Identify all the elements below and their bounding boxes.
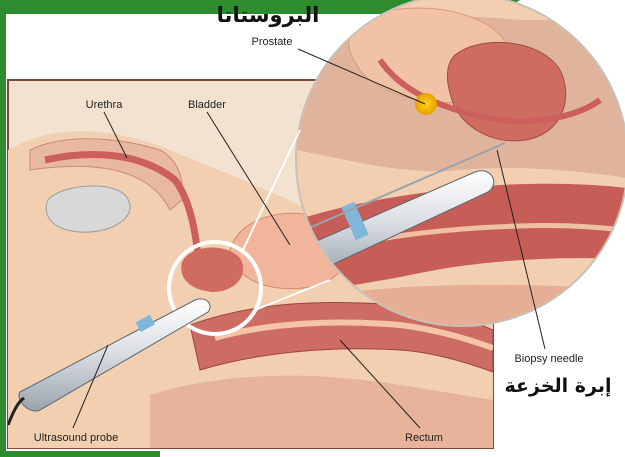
label-ultrasound-probe: Ultrasound probe xyxy=(34,432,118,444)
green-strip-bottom xyxy=(0,451,160,457)
label-rectum: Rectum xyxy=(405,432,443,444)
label-biopsy-needle-arabic: إبرة الخزعة xyxy=(505,375,612,397)
green-strip-left xyxy=(0,0,6,457)
label-biopsy-needle: Biopsy needle xyxy=(514,353,583,365)
label-prostate: Prostate xyxy=(252,36,293,48)
label-urethra: Urethra xyxy=(86,99,124,111)
target-lesion xyxy=(415,93,437,115)
arabic-title: البروستاتا xyxy=(217,3,320,27)
label-bladder: Bladder xyxy=(188,99,226,111)
